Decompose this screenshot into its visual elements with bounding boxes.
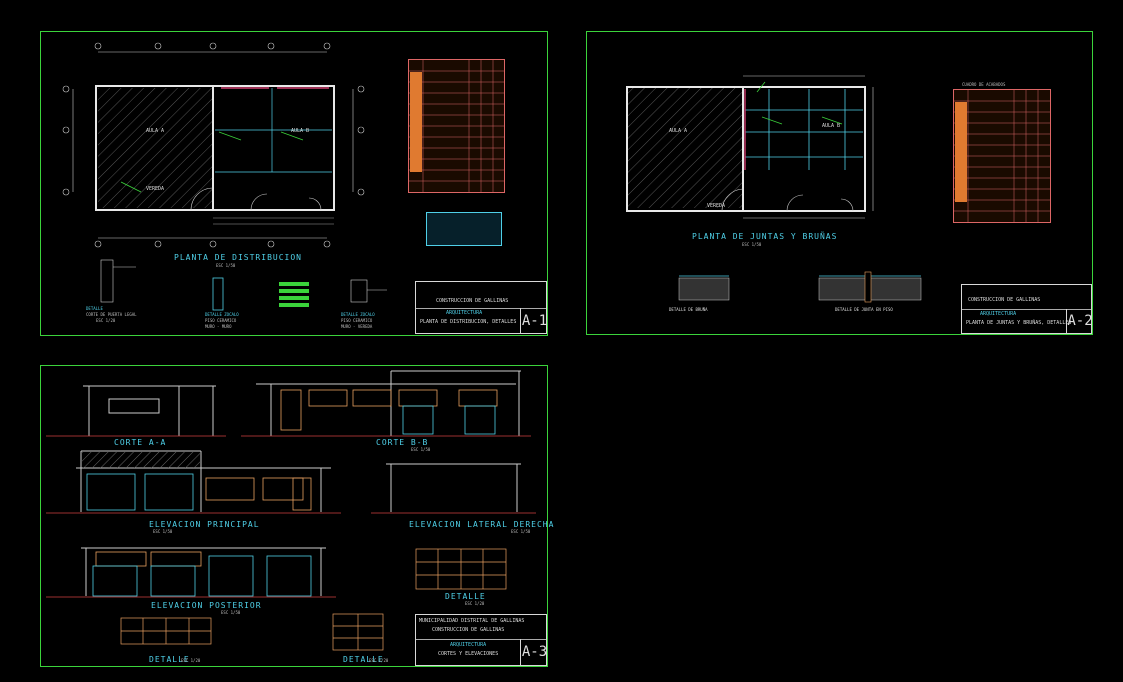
tb-project: CONSTRUCCION DE GALLINAS [436,298,509,304]
corte-bb-title: CORTE B-B [376,438,429,447]
tb-project-a3: CONSTRUCCION DE GALLINAS [432,627,505,633]
corte-bb-scale: ESC 1/50 [411,447,431,452]
detail-1-sub2: ESC 1/20 [96,318,116,323]
tb-discipline-a2: ARQUITECTURA [980,311,1017,317]
sections-elevations [46,370,536,651]
corte-aa-title: CORTE A-A [114,438,167,447]
elev-posterior-title: ELEVACION POSTERIOR [151,601,262,610]
title-block-a2: CONSTRUCCION DE GALLINAS ARQUITECTURA PL… [961,284,1093,334]
svg-text:AULA B: AULA B [822,123,840,129]
detail-junta-title: DETALLE DE JUNTA EN PISO [835,307,893,312]
elev-lateral-title: ELEVACION LATERAL DERECHA [409,520,555,529]
detail-1-sub: CORTE DE PUERTA LEGAL [86,312,137,317]
tb-drawing: PLANTA DE DISTRIBUCION, DETALLES [420,319,517,325]
detail-3-sub: PISO CERAMICO [341,318,373,323]
svg-text:VEREDA: VEREDA [146,186,164,192]
plan-title-a2: PLANTA DE JUNTAS Y BRUÑAS [692,232,838,241]
sheet-a1[interactable]: AULA A AULA B VEREDA PLANTA DE DISTRIBUC… [40,31,548,336]
sheet-a2[interactable]: AULA A AULA B VEREDA PLANTA DE JUNTAS Y … [586,31,1093,335]
detalle-2-title: DETALLE [149,655,190,664]
small-table-a1 [426,212,502,246]
tb-drawing-a3: CORTES Y ELEVACIONES [438,651,499,657]
sheet-a3[interactable]: CORTE A-A CORTE B-B ESC 1/50 ELEVACION P… [40,365,553,667]
detalle-1-scale: ESC 1/20 [465,601,485,606]
svg-text:AULA A: AULA A [669,128,687,134]
detail-1-title: DETALLE [86,306,103,311]
elev-principal-title: ELEVACION PRINCIPAL [149,520,260,529]
tb-project-a2: CONSTRUCCION DE GALLINAS [968,297,1041,303]
detail-2-sub2: MURO - MURO [205,324,232,329]
plan-title: PLANTA DE DISTRIBUCION [174,253,302,262]
elev-posterior-scale: ESC 1/50 [221,610,241,615]
detail-2-sub: PISO CERAMICO [205,318,237,323]
tb-drawing-a2: PLANTA DE JUNTAS Y BRUÑAS, DETALLES [966,320,1072,326]
elev-principal-scale: ESC 1/50 [153,529,173,534]
finishes-table-a1 [408,59,505,193]
svg-text:VEREDA: VEREDA [707,203,725,209]
tb-code-a3: A-3 [520,639,548,665]
finishes-table-title: CUADRO DE ACABADOS [962,82,1006,87]
tb-code-a2: A-2 [1066,309,1093,333]
finishes-table-a2 [953,89,1051,223]
plan-scale: ESC 1/50 [216,263,236,268]
detalle-3-title: DETALLE [343,655,384,664]
plan-scale-a2: ESC 1/50 [742,242,762,247]
svg-text:AULA B: AULA B [291,128,309,134]
detalle-3-scale: ESC 1/20 [369,658,389,663]
tb-discipline-a3: ARQUITECTURA [450,642,487,648]
detalle-2-scale: ESC 1/20 [181,658,201,663]
detail-3-sub2: MURO - VEREDA [341,324,373,329]
title-block-a3: MUNICIPALIDAD DISTRITAL DE GALLINAS CONS… [415,614,547,666]
svg-text:AULA A: AULA A [146,128,164,134]
title-block-a1: CONSTRUCCION DE GALLINAS ARQUITECTURA PL… [415,281,547,334]
floor-plan-a1: AULA A AULA B VEREDA [62,42,387,311]
tb-discipline: ARQUITECTURA [446,310,483,316]
detalle-1-title: DETALLE [445,592,486,601]
tb-org-a3: MUNICIPALIDAD DISTRITAL DE GALLINAS [419,618,525,624]
floor-plan-a2: AULA A AULA B VEREDA [626,75,922,303]
elev-lateral-scale: ESC 1/50 [511,529,531,534]
detail-3-title: DETALLE ZOCALO [341,312,375,317]
detail-2-title: DETALLE ZOCALO [205,312,239,317]
detail-bruna-title: DETALLE DE BRUÑA [669,307,708,312]
tb-code: A-1 [520,308,548,333]
